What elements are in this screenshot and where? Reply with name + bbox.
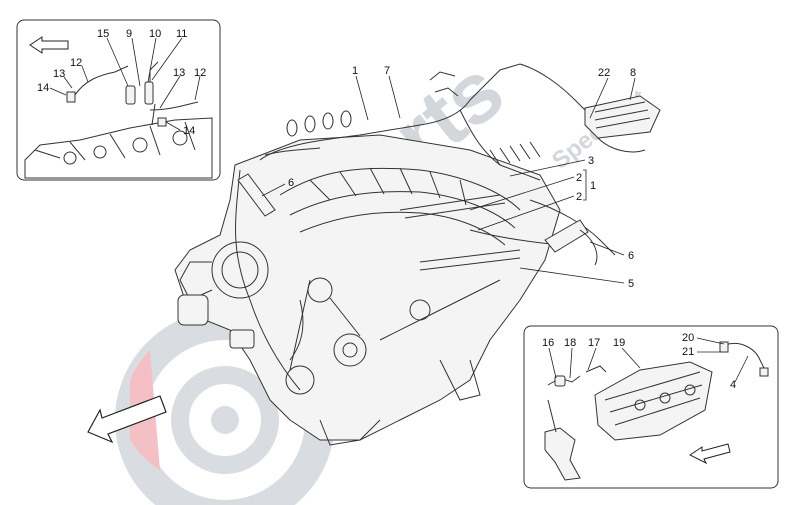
callout-2-b: 2 bbox=[576, 191, 582, 203]
callout-5: 5 bbox=[628, 278, 634, 290]
callout-14-b: 14 bbox=[183, 125, 195, 137]
callout-6: 6 bbox=[288, 177, 294, 189]
callout-6-b: 6 bbox=[628, 250, 634, 262]
inset-bottom-right: 16 18 17 19 20 21 4 bbox=[523, 325, 779, 489]
callout-8: 8 bbox=[630, 67, 636, 79]
callout-1-b: 1 bbox=[590, 180, 596, 192]
callout-2: 2 bbox=[576, 172, 582, 184]
callout-1: 1 bbox=[352, 65, 358, 77]
callout-11: 11 bbox=[176, 28, 187, 40]
callout-22: 22 bbox=[598, 67, 610, 79]
callout-18: 18 bbox=[564, 337, 576, 349]
callout-16: 16 bbox=[542, 337, 554, 349]
callout-15: 15 bbox=[97, 28, 109, 40]
callout-4: 4 bbox=[730, 379, 736, 391]
direction-arrow-icon bbox=[29, 36, 69, 54]
callout-3: 3 bbox=[588, 155, 594, 167]
main-leader-lines bbox=[261, 75, 636, 284]
inset-frame bbox=[16, 19, 221, 181]
inset-frame-2 bbox=[523, 325, 779, 489]
callout-13: 13 bbox=[53, 68, 65, 80]
callout-21: 21 bbox=[682, 346, 694, 358]
callout-17: 17 bbox=[588, 337, 600, 349]
direction-arrow-icon bbox=[87, 395, 167, 444]
engine-assembly bbox=[174, 63, 661, 446]
callout-9: 9 bbox=[126, 28, 132, 40]
callout-13-b: 13 bbox=[173, 67, 185, 79]
callout-20: 20 bbox=[682, 332, 694, 344]
callout-12: 12 bbox=[70, 57, 82, 69]
callout-10: 10 bbox=[149, 28, 161, 40]
callout-12-b: 12 bbox=[194, 67, 206, 79]
callout-14: 14 bbox=[37, 82, 49, 94]
inset-top-left: 15 9 10 11 12 13 14 13 12 14 bbox=[16, 19, 221, 181]
callout-7: 7 bbox=[384, 65, 390, 77]
callout-19: 19 bbox=[613, 337, 625, 349]
